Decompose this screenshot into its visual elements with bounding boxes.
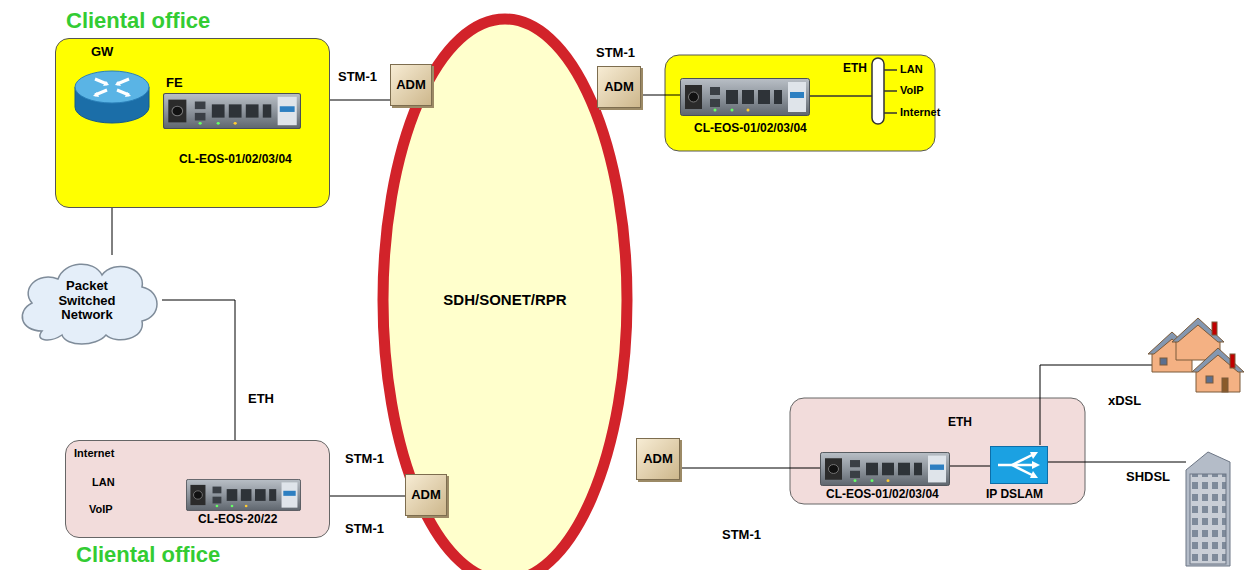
office-panel (665, 55, 935, 151)
annotation-label: ETH (948, 416, 972, 430)
edge-label: ETH (248, 392, 274, 407)
office-panel: Cliental officeGWCL-EOS-01/02/03/04 (55, 38, 330, 208)
dslam-icon (990, 446, 1048, 484)
office-building (1186, 452, 1230, 566)
eos-device: CL-EOS-20/22 (186, 479, 301, 511)
device-label: CL-EOS-01/02/03/04 (179, 153, 292, 167)
eos-device: CL-EOS-01/02/03/04 (680, 78, 810, 116)
ring-label: SDH/SONET/RPR (443, 291, 566, 308)
device-icon (186, 479, 301, 511)
office-heading: Cliental office (66, 8, 210, 33)
adm-label: ADM (411, 488, 441, 503)
gateway-label: GW (91, 45, 113, 60)
annotation-label: Internet (74, 447, 114, 460)
adm-box: ADM (597, 66, 641, 108)
annotation-label: LAN (92, 476, 115, 489)
edge-label: STM-1 (338, 70, 377, 85)
office-panel (790, 398, 1085, 504)
annotation-label: VoIP (900, 84, 924, 97)
device-label: CL-EOS-01/02/03/04 (694, 122, 807, 136)
adm-label: ADM (396, 78, 426, 93)
device-label: CL-EOS-20/22 (198, 513, 277, 527)
edge-label: STM-1 (596, 46, 635, 61)
device-label: CL-EOS-01/02/03/04 (826, 488, 939, 502)
office-heading: Cliental office (76, 542, 220, 567)
connector-line (950, 466, 990, 467)
connector-path (680, 468, 820, 469)
gateway-router: GW (73, 67, 151, 125)
annotation-label: xDSL (1108, 394, 1141, 409)
connector-path (641, 95, 680, 96)
adm-box: ADM (636, 438, 680, 480)
connector-line (641, 95, 680, 96)
connector-path (950, 466, 990, 467)
annotation-label: Internet (900, 106, 940, 119)
ip-dslam: IP DSLAM (990, 446, 1048, 484)
device-icon (680, 78, 810, 116)
edge-label: STM-1 (345, 452, 384, 467)
ethernet-bus (810, 58, 897, 124)
adm-label: ADM (604, 80, 634, 95)
xdsl-line (1040, 365, 1152, 445)
annotation-label: LAN (900, 63, 923, 76)
device-label: IP DSLAM (986, 488, 1043, 502)
device-icon (820, 452, 950, 486)
network-cloud: Packet Switched Network (12, 255, 162, 347)
annotation-label: STM-1 (345, 522, 384, 537)
adm-box: ADM (390, 64, 432, 106)
cloud-label: Packet Switched Network (50, 279, 124, 324)
device-icon (163, 93, 301, 129)
annotation-label: VoIP (89, 503, 113, 516)
houses-illustration (1148, 318, 1244, 392)
router-icon (73, 67, 151, 125)
eos-device: CL-EOS-01/02/03/04 (163, 93, 301, 129)
shdsl-line (1048, 462, 1186, 463)
annotation-label: SHDSL (1126, 470, 1170, 485)
adm-box: ADM (405, 474, 447, 516)
edge-label: STM-1 (722, 528, 761, 543)
edge-label: FE (166, 76, 183, 91)
annotation-label: ETH (843, 62, 867, 76)
connector-line (680, 468, 820, 469)
adm-label: ADM (643, 452, 673, 467)
eos-device: CL-EOS-01/02/03/04 (820, 452, 950, 486)
